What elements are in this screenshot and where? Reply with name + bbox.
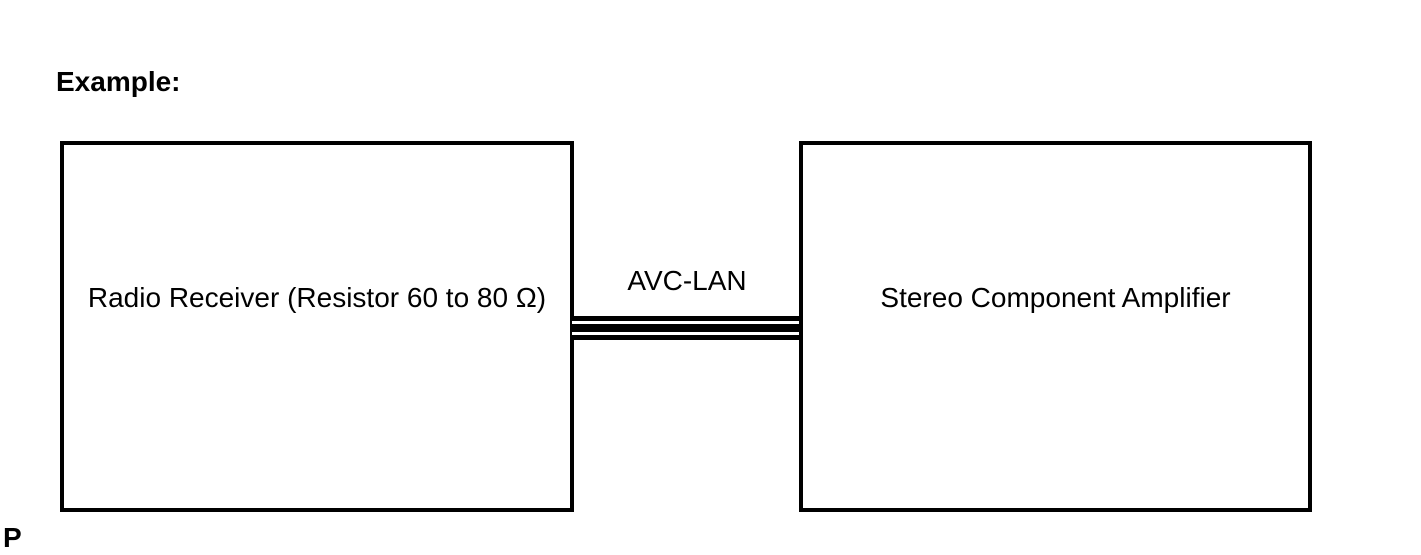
example-heading: Example:	[56, 66, 181, 97]
bus-gap	[572, 332, 800, 335]
radio-receiver-label: Radio Receiver (Resistor 60 to 80 Ω)	[87, 282, 547, 313]
stereo-amplifier-label: Stereo Component Amplifier	[880, 282, 1231, 313]
stereo-amplifier-box: Stereo Component Amplifier	[799, 141, 1312, 512]
avc-lan-label: AVC-LAN	[627, 265, 747, 296]
bus-gap	[572, 321, 800, 324]
bus-line-middle	[572, 324, 800, 332]
avc-lan-bus-lines	[572, 316, 800, 340]
radio-receiver-box: Radio Receiver (Resistor 60 to 80 Ω)	[60, 141, 574, 512]
bus-line-top	[572, 316, 800, 321]
cutoff-page-text: P	[3, 522, 22, 553]
bus-line-bottom	[572, 335, 800, 340]
